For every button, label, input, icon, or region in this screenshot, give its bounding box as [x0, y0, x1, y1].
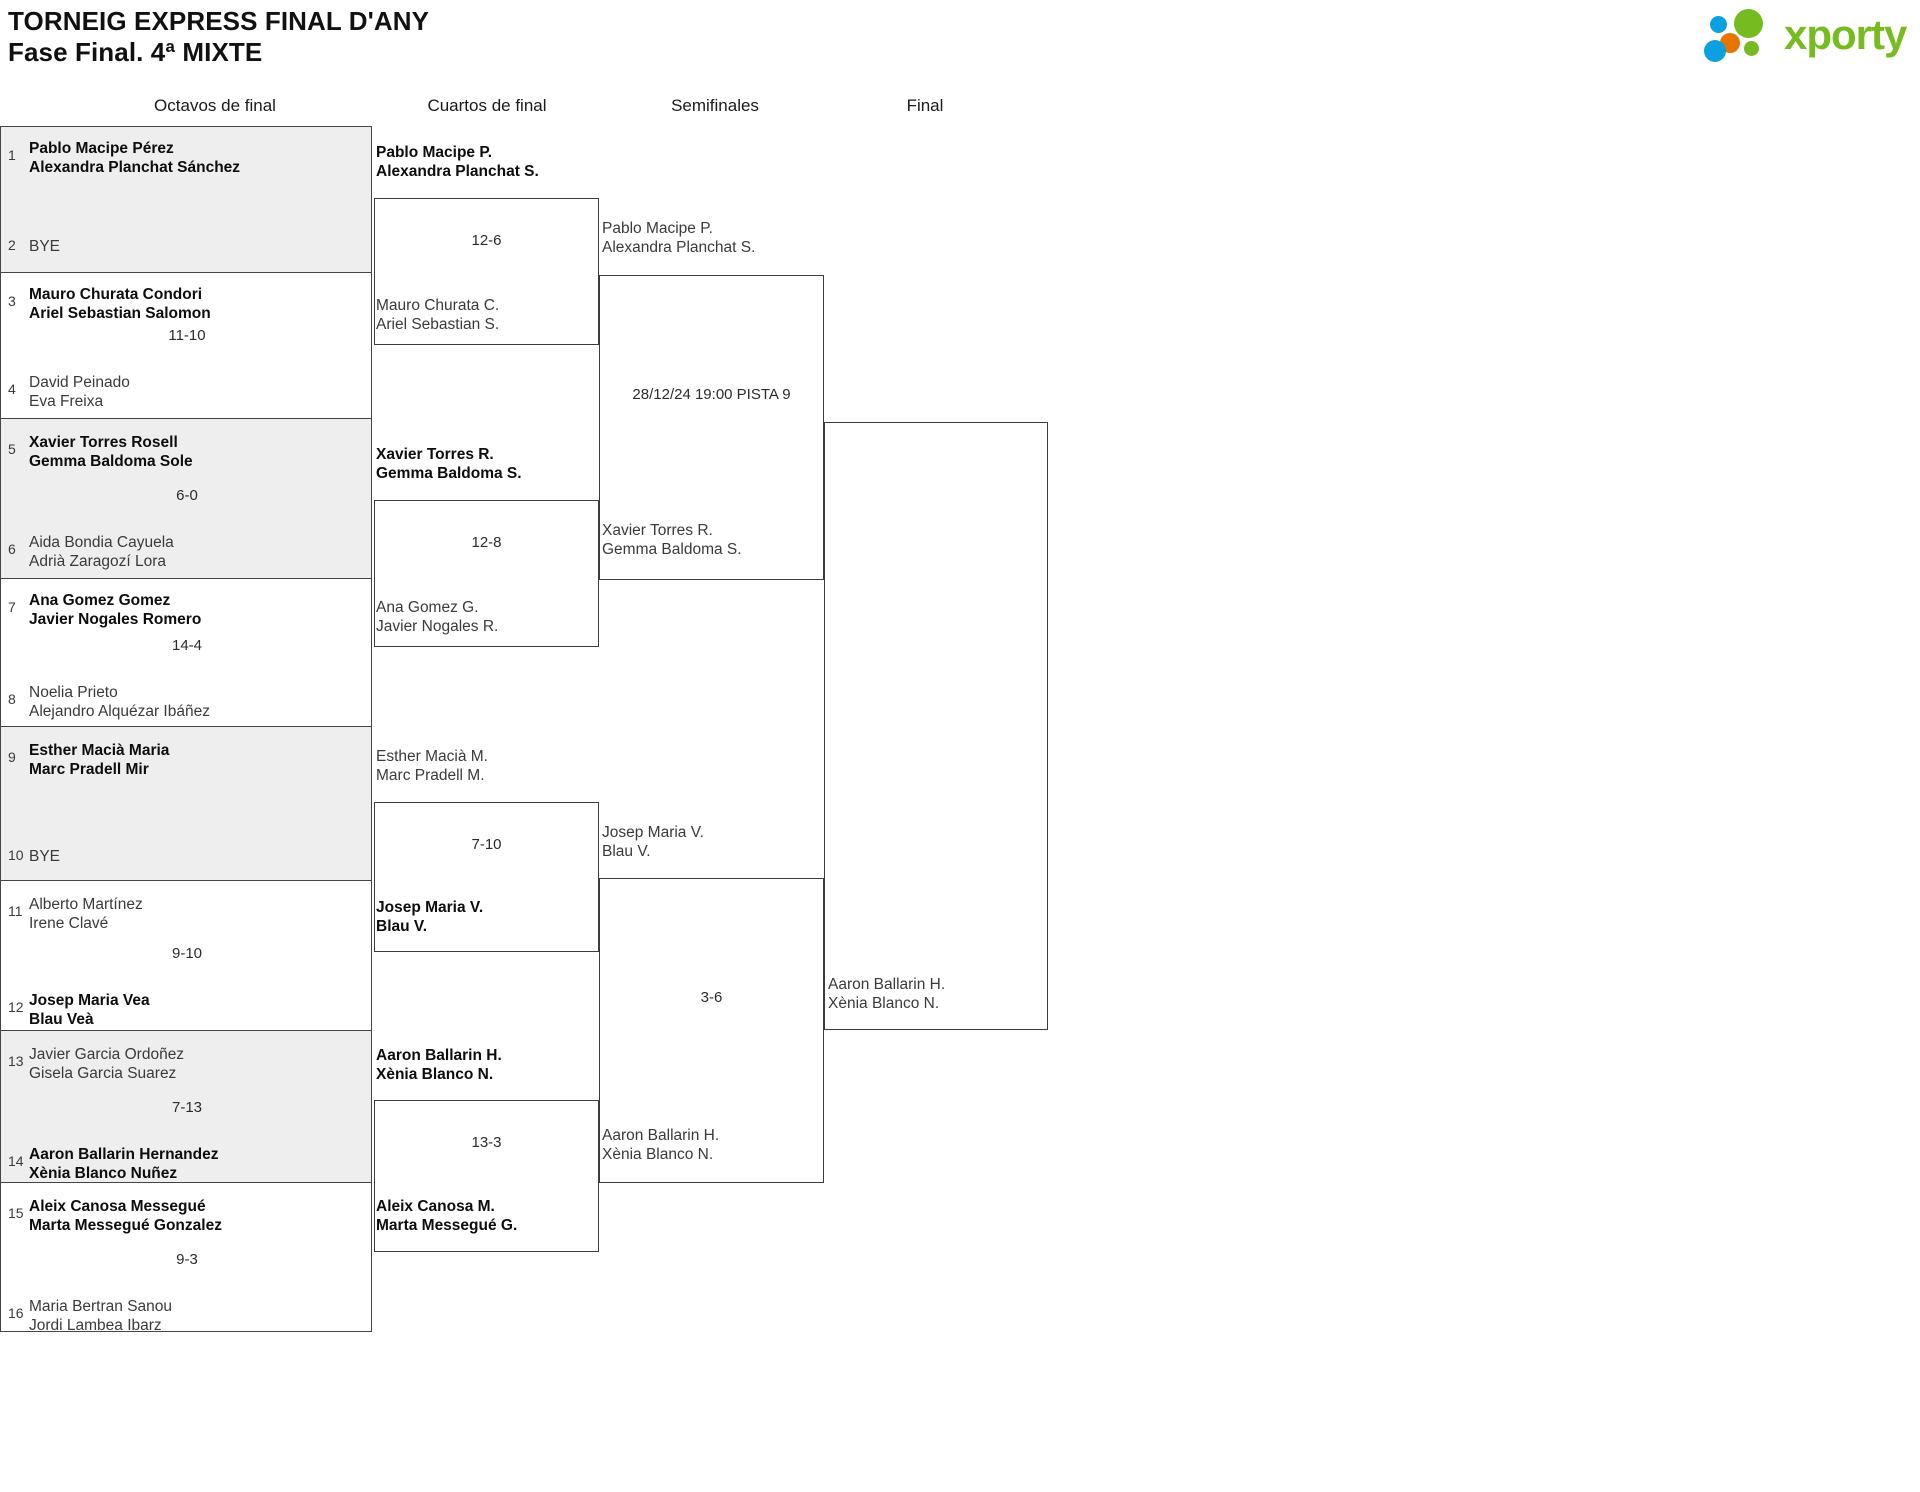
round3-match-2-bottom-team: Aaron Ballarin H. Xènia Blanco N.	[602, 1127, 720, 1163]
team-name: Aleix Canosa Messegué Marta Messegué Gon…	[29, 1198, 222, 1234]
match-score: 13-3	[471, 1134, 502, 1151]
bye-label: BYE	[29, 848, 61, 865]
round-header-final: Final	[906, 96, 944, 115]
logo-wordmark: xporty	[1784, 11, 1907, 58]
team-name: Aaron Ballarin Hernandez Xènia Blanco Nu…	[29, 1146, 219, 1182]
round3-match-1-top-team: Pablo Macipe P. Alexandra Planchat S.	[602, 220, 756, 256]
match-score: 9-10	[171, 945, 203, 962]
round1-match-2[interactable]: 3 Mauro Churata Condori Ariel Sebastian …	[0, 272, 372, 418]
round1-match-8[interactable]: 15 Aleix Canosa Messegué Marta Messegué …	[0, 1182, 372, 1334]
match-score: 11-10	[168, 327, 206, 344]
tournament-name: TORNEIG EXPRESS FINAL D'ANY	[8, 6, 430, 36]
round4-match-1[interactable]	[824, 422, 1048, 1030]
round3-match-2[interactable]: 3-6	[599, 878, 824, 1183]
round1-match-7[interactable]: 13 Javier Garcia Ordoñez Gisela Garcia S…	[0, 1030, 372, 1182]
round1-match-3[interactable]: 5 Xavier Torres Rosell Gemma Baldoma Sol…	[0, 418, 372, 578]
match-score: 6-0	[176, 487, 198, 504]
round2-match-2[interactable]: 12-8	[374, 500, 599, 647]
seed-number: 10	[8, 847, 24, 863]
match-score: 14-4	[171, 637, 203, 654]
round2-match-2-top-team: Xavier Torres R. Gemma Baldoma S.	[376, 446, 522, 482]
match-score: 3-6	[700, 989, 723, 1006]
team-name: Esther Macià Maria Marc Pradell Mir	[29, 742, 170, 778]
round2-match-4-bottom-team: Aleix Canosa M. Marta Messegué G.	[376, 1198, 518, 1234]
match-schedule: 28/12/24 19:00 PISTA 9	[632, 386, 791, 403]
team-name: Ana Gomez Gomez Javier Nogales Romero	[29, 592, 202, 628]
seed-number: 4	[8, 381, 16, 397]
round2-match-2-bottom-team: Ana Gomez G. Javier Nogales R.	[376, 599, 499, 635]
round1-match-4[interactable]: 7 Ana Gomez Gomez Javier Nogales Romero …	[0, 578, 372, 726]
seed-number: 15	[8, 1205, 24, 1221]
round-header-cuartos: Cuartos de final	[427, 96, 547, 115]
seed-number: 3	[8, 293, 16, 309]
round2-match-1-bottom-team: Mauro Churata C. Ariel Sebastian S.	[376, 297, 500, 333]
seed-number: 16	[8, 1305, 24, 1321]
xporty-logo: xporty	[1700, 8, 1910, 62]
round3-match-2-top-team: Josep Maria V. Blau V.	[602, 824, 704, 860]
tournament-phase: Fase Final. 4ª MIXTE	[8, 37, 263, 67]
team-name: Aida Bondia Cayuela Adrià Zaragozí Lora	[29, 534, 174, 570]
round2-match-3-bottom-team: Josep Maria V. Blau V.	[376, 899, 484, 935]
seed-number: 6	[8, 541, 16, 557]
seed-number: 7	[8, 599, 16, 615]
logo-dots-icon	[1700, 8, 1778, 62]
team-name: David Peinado Eva Freixa	[29, 374, 130, 410]
match-score: 7-10	[471, 836, 502, 853]
team-name: Noelia Prieto Alejandro Alquézar Ibáñez	[29, 684, 210, 720]
round2-match-3-top-team: Esther Macià M. Marc Pradell M.	[376, 748, 488, 784]
seed-number: 12	[8, 999, 24, 1015]
match-score: 12-8	[471, 534, 502, 551]
seed-number: 14	[8, 1153, 24, 1169]
team-name: Alberto Martínez Irene Clavé	[29, 896, 143, 932]
round2-match-4[interactable]: 13-3	[374, 1100, 599, 1252]
team-name: Josep Maria Vea Blau Veà	[29, 992, 150, 1028]
round4-match-1-top-team: Aaron Ballarin H. Xènia Blanco N.	[828, 976, 946, 1012]
round2-match-1[interactable]: 12-6	[374, 198, 599, 345]
round1-match-6[interactable]: 11 Alberto Martínez Irene Clavé 12 Josep…	[0, 880, 372, 1030]
round3-match-1[interactable]: 28/12/24 19:00 PISTA 9	[599, 275, 824, 580]
page-title: TORNEIG EXPRESS FINAL D'ANY Fase Final. …	[8, 6, 429, 68]
bye-label: BYE	[29, 238, 61, 255]
team-name: Mauro Churata Condori Ariel Sebastian Sa…	[29, 286, 211, 322]
match-score: 7-13	[171, 1099, 203, 1116]
round2-match-3[interactable]: 7-10	[374, 802, 599, 952]
seed-number: 5	[8, 441, 16, 457]
match-score: 12-6	[471, 232, 502, 249]
seed-number: 11	[8, 903, 23, 919]
round2-match-1-top-team: Pablo Macipe P. Alexandra Planchat S.	[376, 144, 539, 180]
round1-match-1[interactable]: 1 Pablo Macipe Pérez Alexandra Planchat …	[0, 126, 372, 272]
round-header-octavos: Octavos de final	[154, 96, 276, 115]
team-name: Pablo Macipe Pérez Alexandra Planchat Sá…	[29, 140, 241, 176]
round-header-semifinales: Semifinales	[671, 96, 759, 115]
seed-number: 13	[8, 1053, 24, 1069]
seed-number: 1	[8, 147, 16, 163]
team-name: Xavier Torres Rosell Gemma Baldoma Sole	[29, 434, 193, 470]
round1-match-5[interactable]: 9 Esther Macià Maria Marc Pradell Mir 10…	[0, 726, 372, 880]
round2-match-4-top-team: Aaron Ballarin H. Xènia Blanco N.	[376, 1047, 502, 1083]
match-score: 9-3	[176, 1251, 198, 1268]
seed-number: 8	[8, 691, 16, 707]
round3-match-1-bottom-team: Xavier Torres R. Gemma Baldoma S.	[602, 522, 742, 558]
team-name: Javier Garcia Ordoñez Gisela Garcia Suar…	[29, 1046, 185, 1082]
seed-number: 9	[8, 749, 16, 765]
seed-number: 2	[8, 237, 16, 253]
team-name: Maria Bertran Sanou Jordi Lambea Ibarz	[29, 1298, 173, 1334]
